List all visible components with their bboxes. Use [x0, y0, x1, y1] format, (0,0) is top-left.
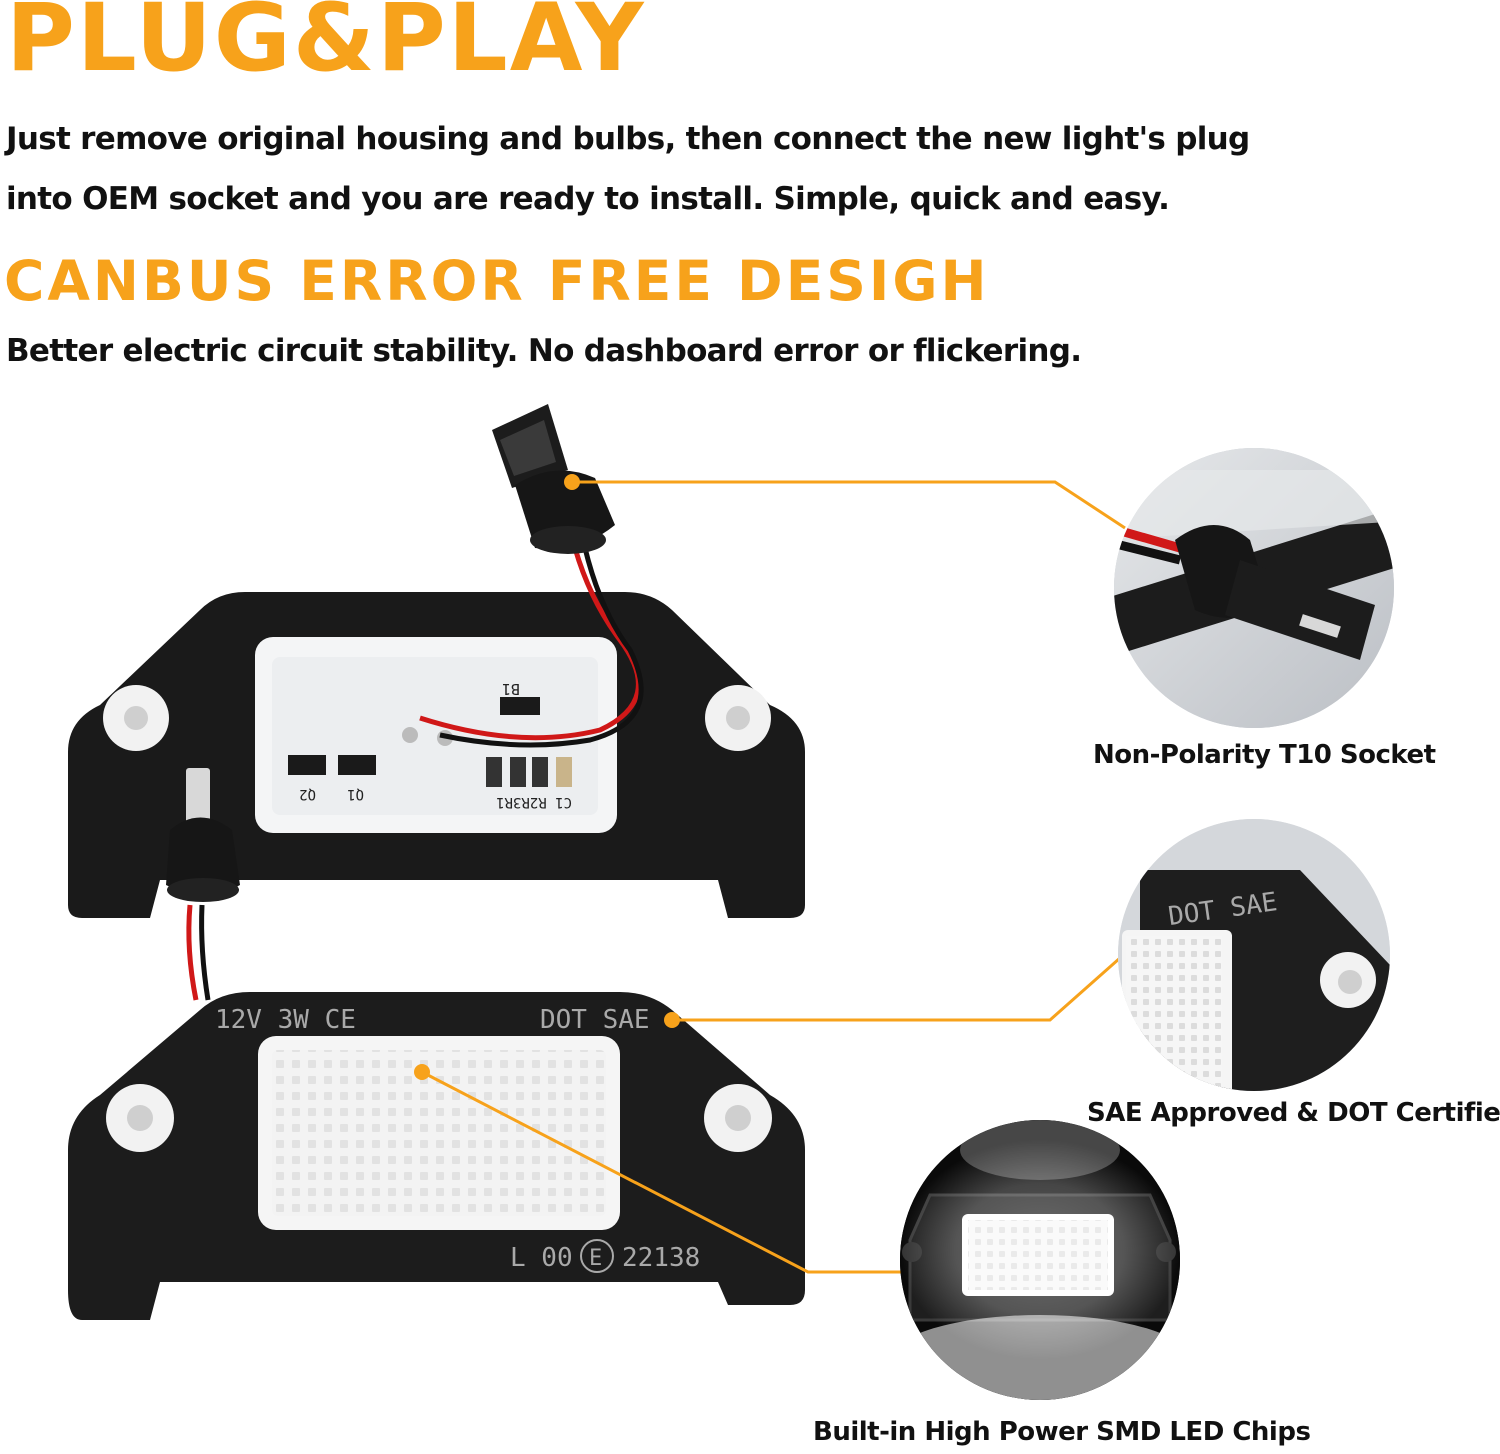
pcb-label-q1: Q1 — [347, 786, 364, 802]
plug-and-play-title: PLUG&PLAY — [6, 0, 646, 93]
zoom-socket — [1114, 448, 1394, 728]
plate-number: 22138 — [622, 1243, 700, 1273]
certified-callout-dot — [664, 1012, 680, 1028]
pcb-label-q2: Q2 — [299, 786, 316, 802]
canbus-title: CANBUS ERROR FREE DESIGH — [4, 249, 990, 313]
plate-standard: DOT SAE — [540, 1005, 650, 1035]
caption-socket: Non-Polarity T10 Socket — [1093, 740, 1436, 770]
install-description-line-1: Just remove original housing and bulbs, … — [6, 121, 1250, 157]
plate-rating: 12V 3W CE — [215, 1005, 356, 1035]
housing-front-view: 12V 3W CE DOT SAE L 00 E 22138 — [68, 992, 805, 1320]
housing-back-view: B1 Q2 Q1 C1 R2R3R1 — [68, 592, 805, 918]
pcb-label-b1: B1 — [502, 680, 520, 698]
zoom-certification: DOT SAE — [1118, 819, 1390, 1091]
socket-callout-dot — [564, 474, 580, 490]
plate-code: L 00 — [510, 1243, 573, 1273]
t10-socket-upper — [492, 404, 615, 554]
zoom-led-chips — [900, 1120, 1180, 1400]
leader-lines — [421, 480, 1126, 1274]
plate-emark: E — [589, 1246, 602, 1271]
canbus-description: Better electric circuit stability. No da… — [6, 333, 1082, 369]
caption-chips: Built-in High Power SMD LED Chips — [813, 1417, 1311, 1447]
chips-callout-dot — [414, 1064, 430, 1080]
t10-socket-lower — [166, 768, 240, 902]
caption-certified: SAE Approved & DOT Certified — [1087, 1098, 1500, 1128]
pcb-label-components: C1 R2R3R1 — [496, 794, 572, 810]
install-description-line-2: into OEM socket and you are ready to ins… — [6, 181, 1170, 217]
